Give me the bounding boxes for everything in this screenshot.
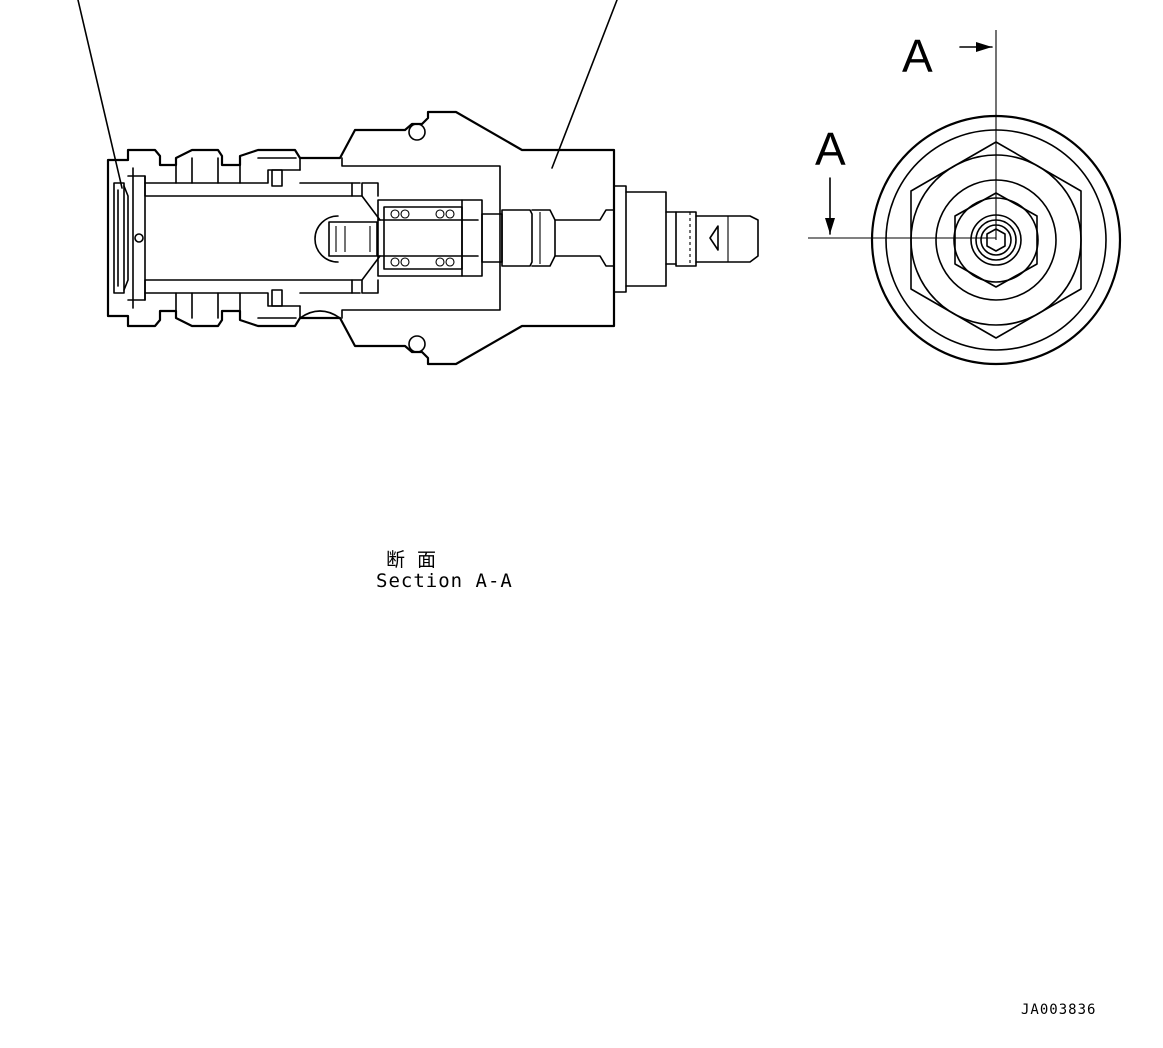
valve-body-outline	[106, 110, 616, 366]
section-cut-markers: A A	[815, 30, 993, 235]
caption-japanese: 断面	[386, 549, 449, 571]
drawing-number: JA003836	[1021, 1002, 1097, 1018]
valve-end-view	[808, 30, 1122, 366]
section-marker-top-label: A	[902, 30, 933, 82]
valve-section-view	[106, 110, 759, 366]
section-marker-left-label: A	[815, 123, 846, 175]
leader-lines	[77, 0, 618, 189]
caption-section-title: Section A-A	[376, 570, 513, 592]
